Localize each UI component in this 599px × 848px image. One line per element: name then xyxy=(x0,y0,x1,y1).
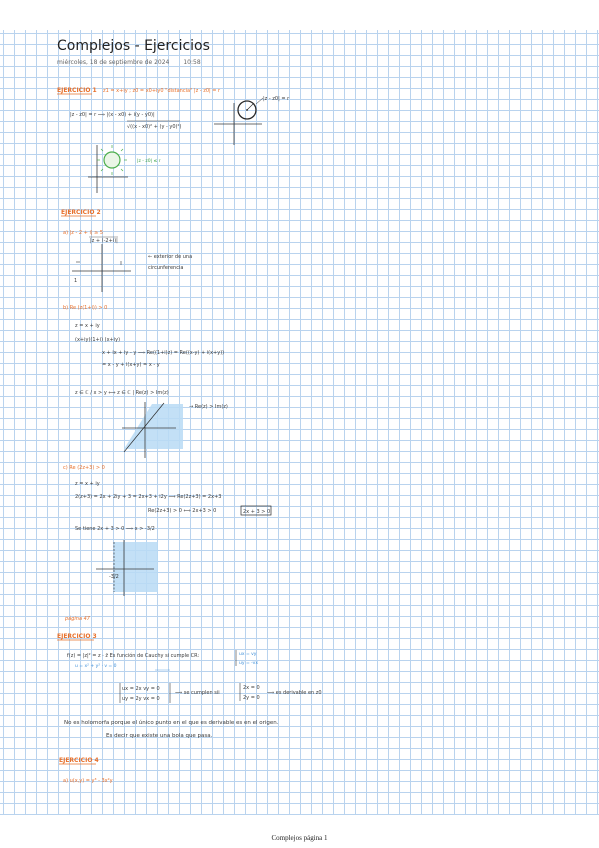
ej2-a-sub: |z + (-2+i)| xyxy=(90,238,118,244)
ej2-a-item: a) |z - 2 + i| ≥ 5 xyxy=(63,230,103,236)
ej2-b-line-3: x + ix + iy - y ⟹ Re((1+i)z) = Re((x-y) … xyxy=(102,350,224,356)
svg-text:-3/2: -3/2 xyxy=(109,574,119,580)
ej1-equation-1: |z - z0| = r ⟹ |(x - x0) + i(y - y0)| xyxy=(70,112,155,118)
ej2-a-diagram: 1 xyxy=(72,244,131,292)
ej3-derivable: ⟹ es derivable en z0 xyxy=(267,690,322,696)
ej3-line-1b: u = x² + y² · v = 0 xyxy=(75,663,117,669)
ej2-a-note-2: circunferencia xyxy=(148,265,183,271)
page-time: 10:58 xyxy=(183,59,201,66)
ej1-statement: z1 = x+iy ; z0 = x0+iy0 "distancia" |z -… xyxy=(103,88,221,94)
ej2-c-item: c) Re (2z+3) > 0 xyxy=(63,465,105,471)
graph-paper-background xyxy=(0,30,599,815)
ej3-cr-3: 2x = 0 xyxy=(243,685,260,691)
ej1-equation-2: √((x - x0)² + (y - y0)²) xyxy=(127,124,181,130)
ej2-b-line-1: z = x + iy xyxy=(75,323,100,329)
page-reference: página 47 xyxy=(64,615,91,622)
ej3-cr-1: ux = vy xyxy=(239,652,257,657)
ej3-line-1: f(z) = |z|² = z · z̄ Es función de Cauch… xyxy=(67,652,199,659)
ej2-b-diagram xyxy=(122,402,183,458)
ej3-cr-4: 2y = 0 xyxy=(243,695,260,701)
ej1-heading: EJERCICIO 1 xyxy=(57,87,97,94)
ej3-cr-2: uy = -vx xyxy=(239,661,258,666)
ej3-conclusion-2: Es decir que existe una bola que pasa. xyxy=(106,733,213,739)
ej2-c-line-1: z = x + iy xyxy=(75,481,100,487)
page-title: Complejos - Ejercicios xyxy=(57,38,210,54)
ej3-conclusion-1: No es holomorfa porque el único punto en… xyxy=(64,719,279,726)
ej2-b-line-2: (x+iy)(1+i) (x+iy) xyxy=(75,337,120,343)
ej2-a-note-1: ← exterior de una xyxy=(148,254,192,260)
ej1-disk-diagram xyxy=(88,145,128,193)
page-timestamp: miércoles, 18 de septiembre de 2024 10:58 xyxy=(57,59,201,66)
ej2-c-line-4: Se tiene 2x + 3 > 0 ⟹ x > -3/2 xyxy=(75,526,155,532)
ej2-c-line-2: 2(z+3) = 2x + 2iy + 3 = 2x+3 + i2y ⟹ Re(… xyxy=(75,494,221,500)
ej3-partial-1: ux = 2x vy = 0 xyxy=(122,686,160,692)
ej2-heading: EJERCICIO 2 xyxy=(61,209,101,216)
ej1-circle-diagram xyxy=(214,97,264,145)
ej1-disk-label: |z - z0| ≤ r xyxy=(137,158,161,164)
ej2-c-line-3: Re(2z+3) > 0 ⟺ 2x+3 > 0 xyxy=(148,508,216,514)
svg-text:1: 1 xyxy=(74,278,77,284)
ej2-b-item: b) Re (z(1+i)) > 0 xyxy=(63,305,107,311)
ej2-c-boxed-result: 2x + 3 > 0 xyxy=(243,509,270,515)
ej4-item: a) u(x,y) = y³ - 3x²y xyxy=(63,778,113,784)
ej2-b-line-5: z ∈ ℂ / x > y ⟺ z ∈ ℂ | Re(z) > Im(z) xyxy=(75,390,169,396)
ej2-b-line-4: = x - y + i(x+y) = x - y xyxy=(102,362,160,368)
ej2-c-diagram: -3/2 xyxy=(96,540,158,596)
ej3-condition: ⟹ se cumplen sii xyxy=(175,690,220,696)
ej3-partial-2: uy = 2y vx = 0 xyxy=(122,696,160,702)
ej4-heading: EJERCICIO 4 xyxy=(59,757,99,764)
ej1-circle-label: |z - z0| = r xyxy=(263,96,290,102)
ej3-heading: EJERCICIO 3 xyxy=(57,633,97,640)
page-footer: Complejos página 1 xyxy=(271,834,328,842)
ej2-b-graph-label: → Re(z) > Im(z) xyxy=(189,404,228,410)
page-date: miércoles, 18 de septiembre de 2024 xyxy=(57,59,170,66)
